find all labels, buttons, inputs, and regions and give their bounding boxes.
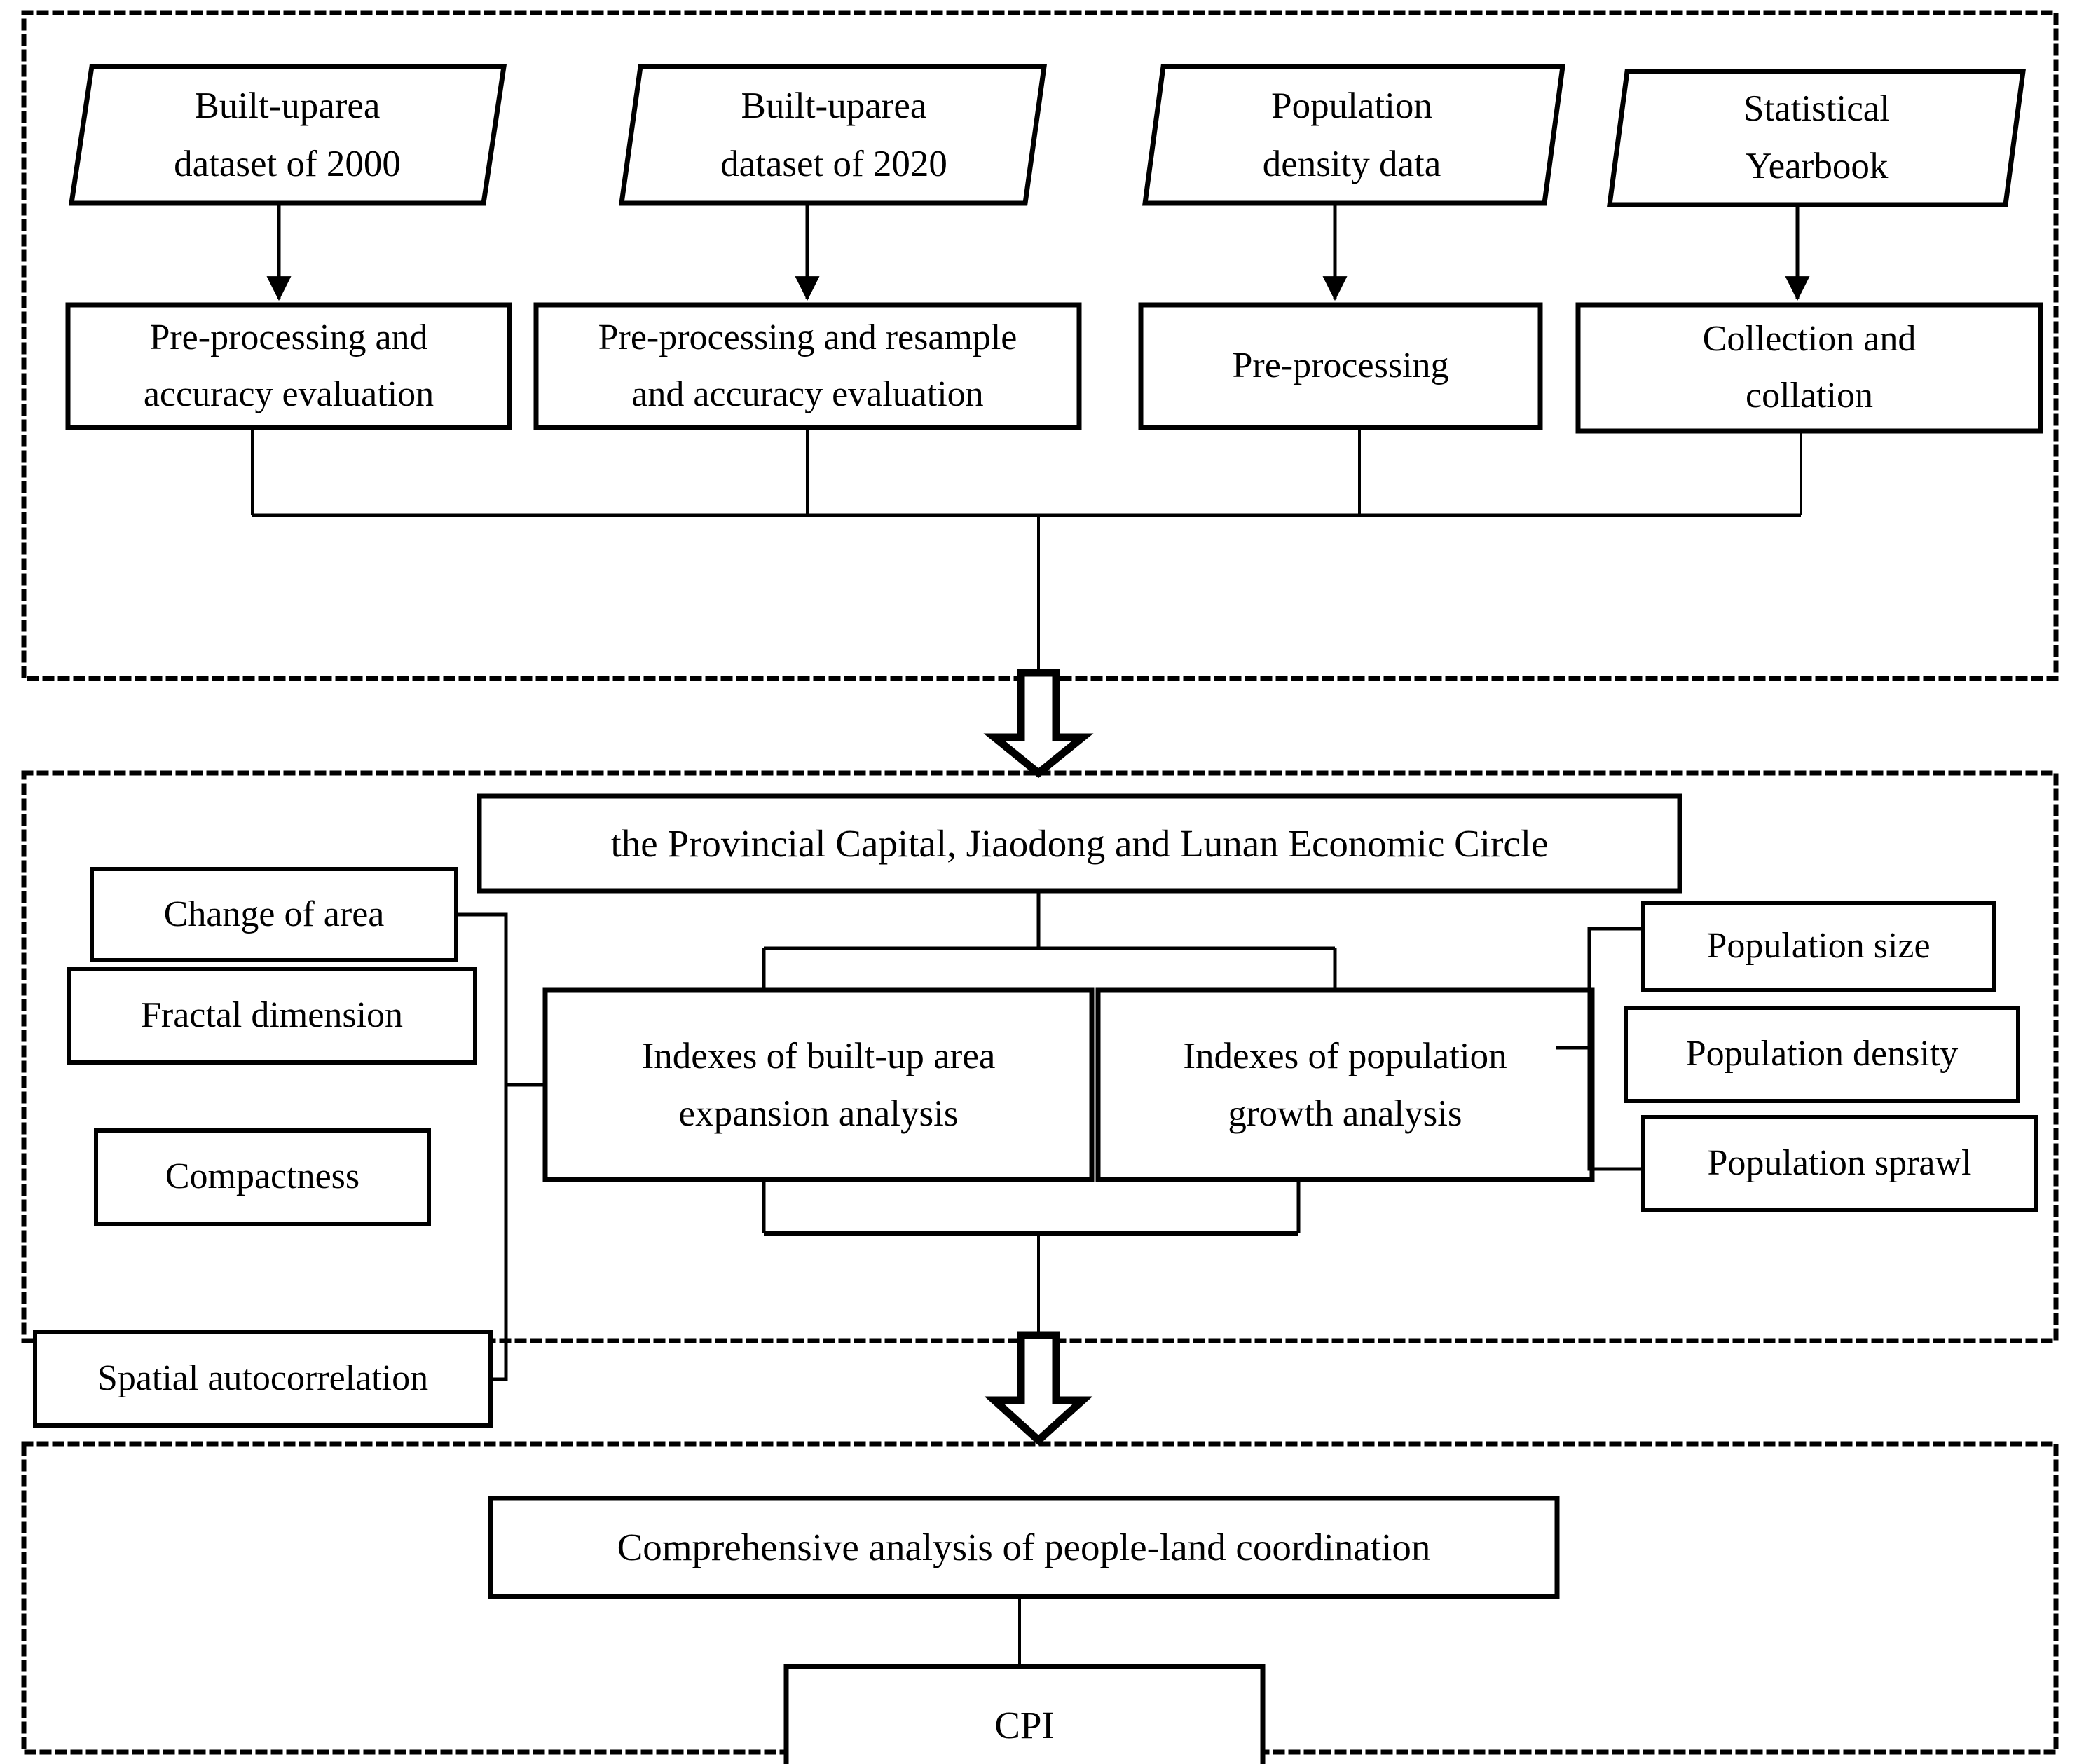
result-comprehensive-shape[interactable] xyxy=(488,1496,1560,1599)
metric-fractal-dimension-shape[interactable] xyxy=(67,967,477,1065)
index-builtup-shape[interactable] xyxy=(542,987,1095,1182)
metric-spatial-autocorrelation-shape[interactable] xyxy=(33,1330,493,1428)
source-population-density-shape[interactable] xyxy=(1142,64,1565,206)
left-metrics-bracket xyxy=(456,912,508,1381)
proc-collection-collation-shape[interactable] xyxy=(1575,302,2043,434)
result-cpi-shape[interactable] xyxy=(783,1664,1266,1764)
proc-preprocess-accuracy-shape[interactable] xyxy=(65,302,512,430)
block-arrow-analysis-to-result xyxy=(984,1331,1093,1446)
source-builtup-2020-shape[interactable] xyxy=(618,64,1048,206)
study-area-shape[interactable] xyxy=(477,793,1682,894)
metric-population-density-shape[interactable] xyxy=(1624,1006,2020,1103)
block-arrow-data-to-analysis xyxy=(983,669,1094,779)
source-builtup-2000-shape[interactable] xyxy=(68,64,507,206)
index-population-shape[interactable] xyxy=(1095,987,1595,1182)
metric-change-of-area-shape[interactable] xyxy=(90,867,458,962)
source-statistical-yearbook-shape[interactable] xyxy=(1607,69,2026,207)
proc-preprocessing-shape[interactable] xyxy=(1138,302,1543,430)
metric-compactness-shape[interactable] xyxy=(94,1128,431,1226)
proc-preprocess-resample-accuracy-shape[interactable] xyxy=(533,302,1082,430)
metric-population-size-shape[interactable] xyxy=(1641,901,1996,992)
metric-population-sprawl-shape[interactable] xyxy=(1641,1115,2038,1212)
